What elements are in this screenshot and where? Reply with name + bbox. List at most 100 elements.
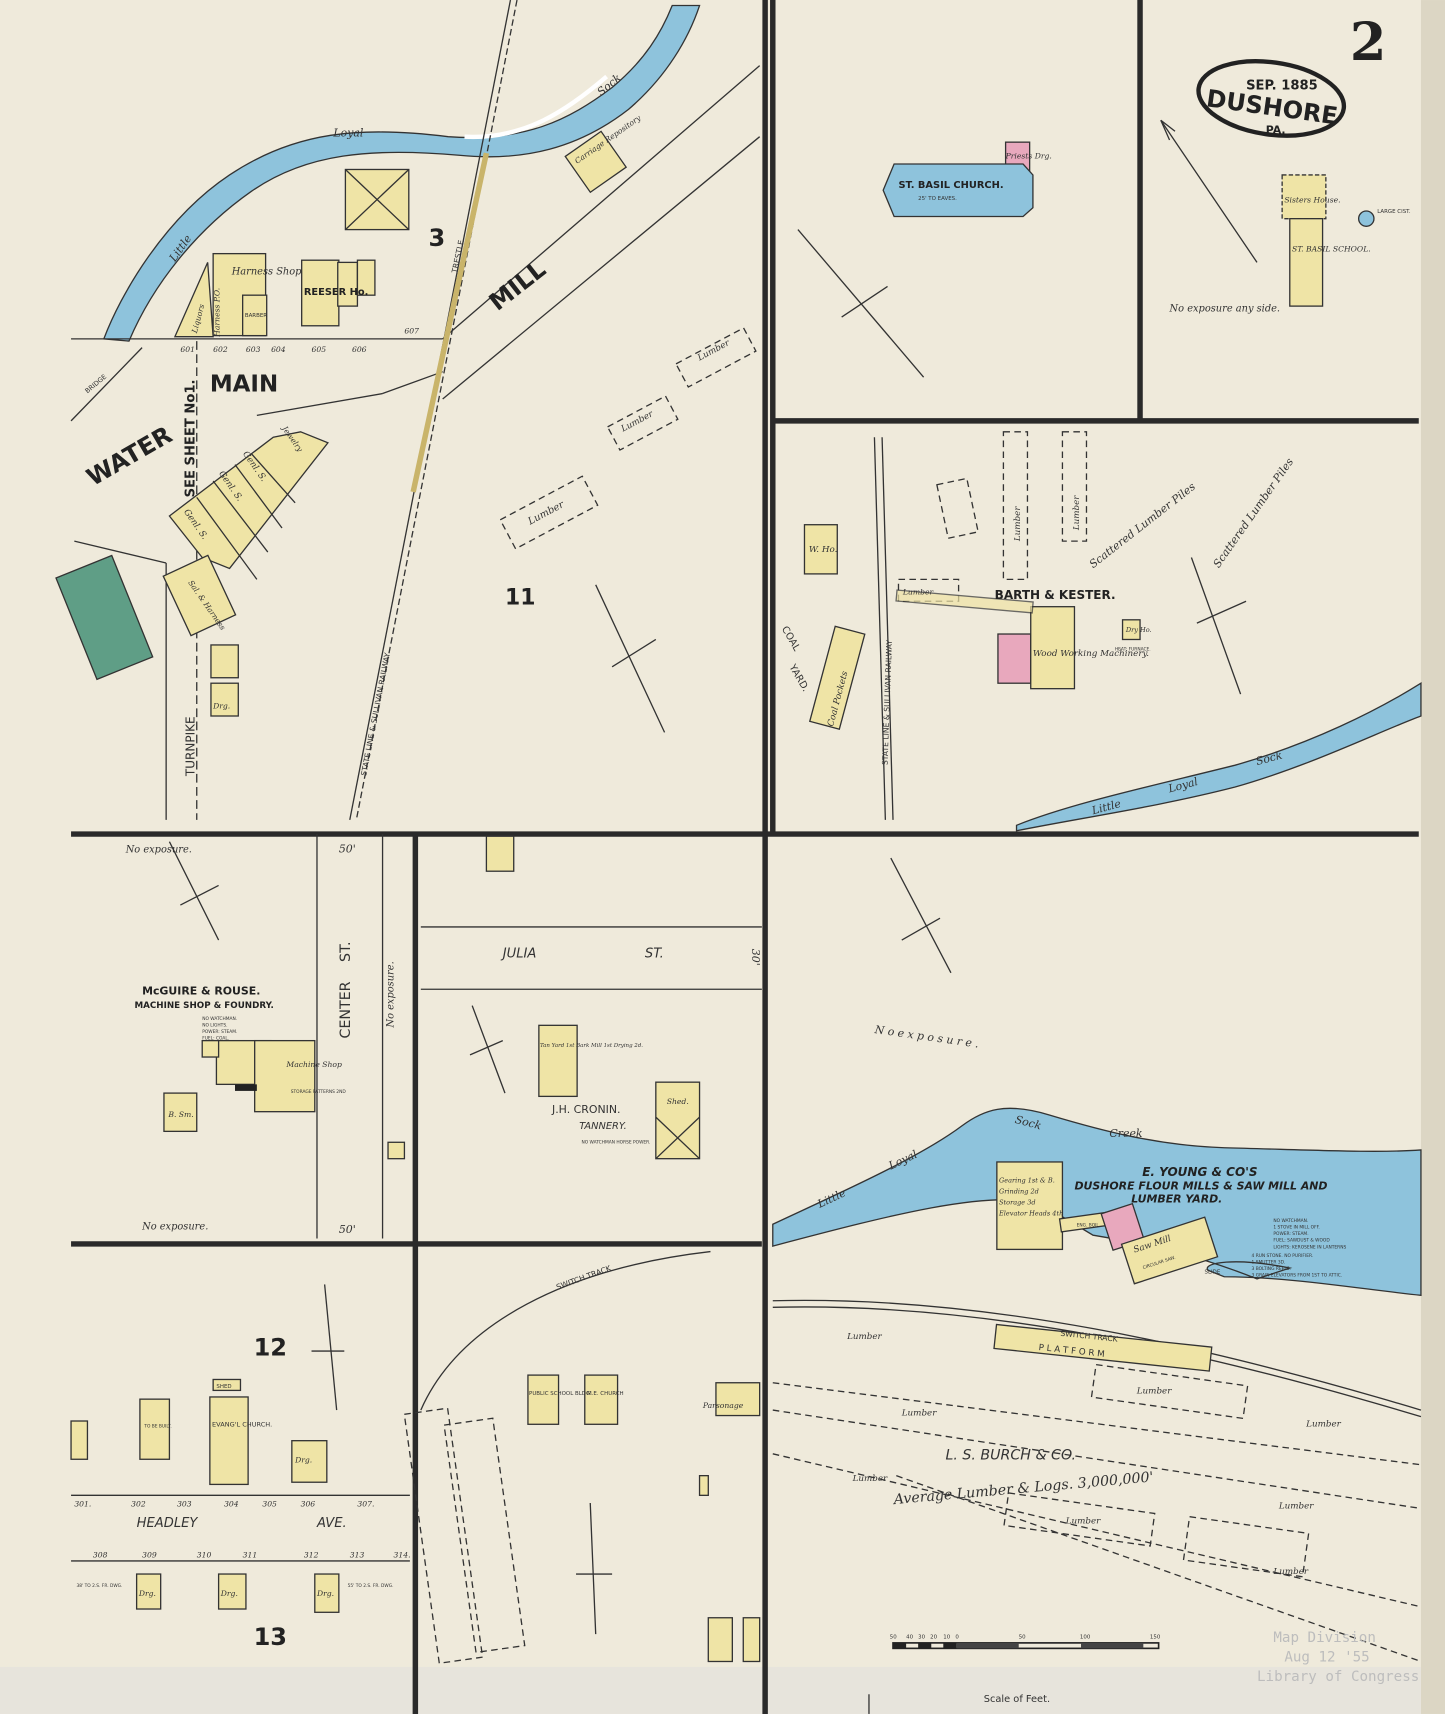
- block-number: 12: [254, 1333, 287, 1361]
- see-sheet-label: SEE SHEET No1.: [184, 380, 199, 498]
- svg-text:607: 607: [404, 326, 419, 335]
- svg-text:Lumber: Lumber: [1278, 1501, 1314, 1511]
- svg-text:50: 50: [1019, 1635, 1026, 1641]
- block-number: 11: [505, 586, 535, 611]
- state: PA.: [1266, 123, 1286, 136]
- svg-text:M.E. CHURCH: M.E. CHURCH: [587, 1391, 624, 1397]
- street-headley-ave: AVE.: [316, 1516, 347, 1531]
- svg-text:604: 604: [271, 345, 286, 354]
- svg-text:Lumber: Lumber: [1065, 1517, 1101, 1527]
- little-loyal-sock-creek-east: [1015, 682, 1422, 832]
- svg-text:NO WATCHMAN.: NO WATCHMAN.: [1273, 1218, 1308, 1224]
- svg-text:LIGHTS: KEROSENE IN LANTERNS: LIGHTS: KEROSENE IN LANTERNS: [1273, 1244, 1346, 1250]
- block-number: 3: [428, 224, 445, 252]
- svg-text:304: 304: [224, 1499, 239, 1508]
- svg-text:Drg.: Drg.: [294, 1456, 312, 1465]
- svg-text:0: 0: [955, 1635, 959, 1641]
- svg-text:W. Ho.: W. Ho.: [809, 545, 838, 555]
- svg-text:FUEL: SAWDUST & WOOD: FUEL: SAWDUST & WOOD: [1273, 1238, 1330, 1244]
- svg-text:306: 306: [301, 1499, 316, 1508]
- svg-text:Lumber: Lumber: [902, 588, 935, 597]
- svg-text:Lumber: Lumber: [846, 1332, 882, 1342]
- svg-text:10: 10: [943, 1635, 950, 1641]
- svg-text:311: 311: [243, 1551, 258, 1560]
- svg-text:POWER: STEAM.: POWER: STEAM.: [1273, 1231, 1308, 1237]
- svg-text:Drg.: Drg.: [138, 1589, 156, 1598]
- svg-text:Elevator Heads 4th: Elevator Heads 4th: [998, 1210, 1063, 1218]
- svg-text:HEAT: FURNACE.: HEAT: FURNACE.: [1115, 646, 1151, 652]
- svg-text:Lumber: Lumber: [852, 1474, 888, 1484]
- svg-text:Gearing 1st & B.: Gearing 1st & B.: [999, 1177, 1055, 1185]
- svg-text:Dry Ho.: Dry Ho.: [1125, 626, 1152, 634]
- svg-text:310: 310: [197, 1551, 212, 1560]
- street-center: CENTER: [338, 981, 354, 1038]
- lumber-piles: [403, 327, 1422, 1664]
- svg-text:Lumber: Lumber: [1136, 1387, 1172, 1397]
- cistern: [1357, 210, 1375, 227]
- svg-text:Lumber: Lumber: [1072, 495, 1082, 531]
- street-center-st: ST.: [338, 941, 354, 962]
- library-of-congress-stamp: Map Division Aug 12 '55 Library of Congr…: [1257, 1630, 1419, 1685]
- svg-text:B. Sm.: B. Sm.: [167, 1110, 193, 1119]
- svg-text:3 GRAIN ELEVATORS FROM 1ST TO: 3 GRAIN ELEVATORS FROM 1ST TO ATTIC.: [1252, 1273, 1343, 1279]
- svg-text:50: 50: [890, 1635, 897, 1641]
- svg-text:TO BE BUILT.: TO BE BUILT.: [143, 1424, 171, 1430]
- svg-text:PUBLIC SCHOOL BLDG.: PUBLIC SCHOOL BLDG.: [529, 1391, 592, 1397]
- svg-text:DUSHORE FLOUR MILLS & SAW MILL: DUSHORE FLOUR MILLS & SAW MILL AND: [1074, 1179, 1327, 1192]
- svg-text:Drg.: Drg.: [316, 1589, 334, 1598]
- svg-text:603: 603: [246, 345, 261, 354]
- svg-text:POWER: STEAM.: POWER: STEAM.: [202, 1029, 237, 1035]
- svg-text:SLIDE: SLIDE: [1205, 1269, 1221, 1275]
- svg-text:J.H. CRONIN.: J.H. CRONIN.: [551, 1103, 621, 1116]
- svg-text:TANNERY.: TANNERY.: [579, 1121, 626, 1132]
- svg-text:30: 30: [918, 1635, 925, 1641]
- bottom-margin: [0, 1666, 1421, 1714]
- svg-text:BARTH & KESTER.: BARTH & KESTER.: [995, 588, 1116, 602]
- svg-text:Library of Congress: Library of Congress: [1257, 1669, 1419, 1685]
- svg-text:25' TO EAVES.: 25' TO EAVES.: [918, 196, 957, 202]
- svg-text:No exposure.: No exposure.: [385, 961, 396, 1028]
- svg-text:301.: 301.: [74, 1499, 91, 1508]
- svg-text:Shed.: Shed.: [667, 1097, 689, 1106]
- little-loyal-sock-creek-north: [102, 4, 701, 342]
- svg-text:SHED: SHED: [216, 1384, 231, 1390]
- svg-text:303: 303: [177, 1499, 192, 1508]
- svg-text:ST. BASIL SCHOOL.: ST. BASIL SCHOOL.: [1292, 244, 1371, 253]
- street-julia: JULIA: [500, 947, 537, 962]
- svg-text:38' TO 2.S. FR. DWG.: 38' TO 2.S. FR. DWG.: [77, 1583, 123, 1589]
- svg-text:55' TO 2.S. FR. DWG.: 55' TO 2.S. FR. DWG.: [348, 1583, 394, 1589]
- svg-text:STORAGE PATTERNS 2ND: STORAGE PATTERNS 2ND: [291, 1089, 347, 1095]
- street-width-julia: 30': [749, 949, 762, 966]
- svg-text:BARBER: BARBER: [245, 313, 267, 319]
- svg-text:Sisters House.: Sisters House.: [1284, 195, 1340, 204]
- st-basil-church: [882, 163, 1034, 218]
- svg-text:605: 605: [312, 345, 327, 354]
- svg-text:McGUIRE & ROUSE.: McGUIRE & ROUSE.: [142, 985, 260, 998]
- svg-text:Grinding 2d: Grinding 2d: [999, 1188, 1039, 1196]
- svg-text:Machine Shop: Machine Shop: [285, 1060, 342, 1069]
- svg-text:3 BOLTING REELS.: 3 BOLTING REELS.: [1252, 1266, 1291, 1272]
- svg-text:REESER Ho.: REESER Ho.: [304, 287, 369, 298]
- page-edge: [1420, 0, 1445, 1714]
- svg-text:Lumber: Lumber: [1013, 506, 1023, 542]
- svg-text:L. S. BURCH & CO.: L. S. BURCH & CO.: [945, 1447, 1076, 1463]
- sheet-date: SEP. 1885: [1246, 79, 1318, 94]
- svg-text:ST. BASIL CHURCH.: ST. BASIL CHURCH.: [898, 180, 1003, 191]
- creek-label: Creek: [1109, 1127, 1142, 1140]
- svg-text:No exposure.: No exposure.: [141, 1222, 208, 1233]
- svg-text:Wood Working Machinery.: Wood Working Machinery.: [1033, 649, 1149, 659]
- creek-label: Loyal: [332, 127, 364, 140]
- buildings: [55, 130, 1375, 1663]
- street-main: MAIN: [210, 371, 278, 397]
- svg-text:1 SMUTTER 3D.: 1 SMUTTER 3D.: [1252, 1260, 1286, 1266]
- svg-text:313: 313: [350, 1551, 365, 1560]
- svg-text:40: 40: [906, 1635, 913, 1641]
- svg-text:NO WATCHMAN.: NO WATCHMAN.: [202, 1016, 237, 1022]
- svg-text:Lumber: Lumber: [1272, 1567, 1308, 1577]
- svg-text:Lumber: Lumber: [901, 1409, 937, 1419]
- svg-text:EVANG'L CHURCH.: EVANG'L CHURCH.: [212, 1420, 272, 1428]
- svg-text:Harness Shop: Harness Shop: [231, 266, 302, 277]
- svg-text:Priests Drg.: Priests Drg.: [1005, 152, 1052, 161]
